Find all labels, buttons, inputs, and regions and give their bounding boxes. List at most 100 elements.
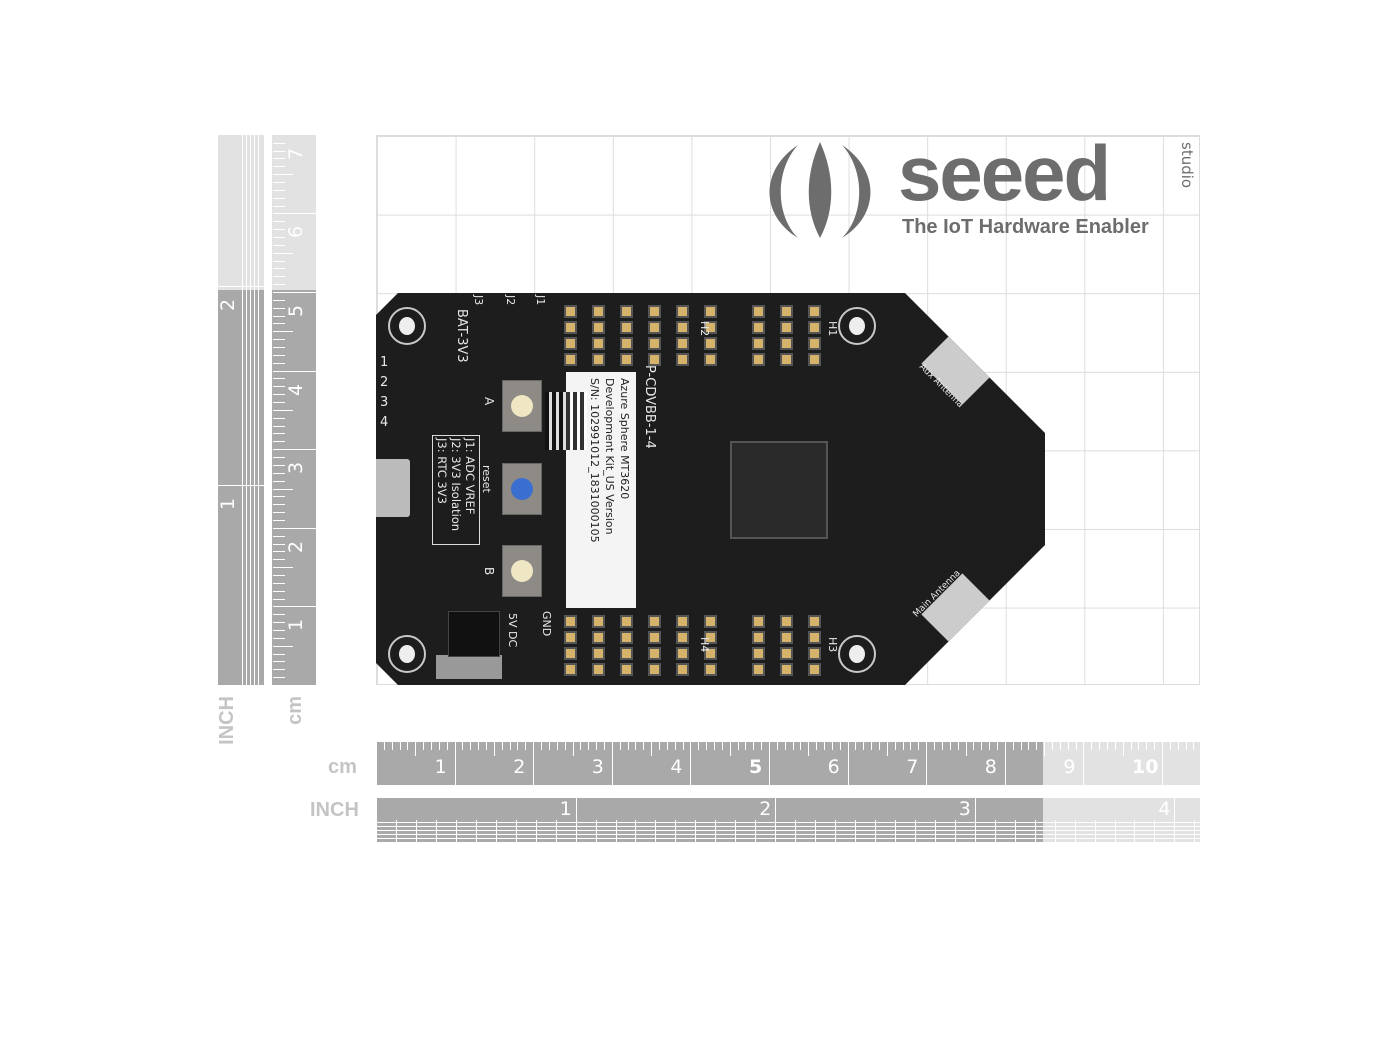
tick bbox=[1094, 820, 1096, 842]
mount-hole bbox=[838, 307, 876, 345]
tick bbox=[795, 820, 797, 842]
tick bbox=[1177, 742, 1179, 750]
tick bbox=[273, 567, 293, 569]
tick bbox=[643, 742, 645, 750]
tick bbox=[627, 742, 629, 750]
tick bbox=[564, 742, 566, 750]
button-a[interactable] bbox=[502, 380, 542, 432]
tick bbox=[839, 742, 841, 750]
header-h1-label: H1 bbox=[826, 321, 839, 337]
tick bbox=[391, 742, 393, 750]
tick bbox=[1034, 820, 1036, 842]
tick bbox=[509, 742, 511, 750]
header-pin bbox=[564, 353, 577, 366]
tick bbox=[273, 527, 317, 529]
tick bbox=[875, 820, 876, 842]
header-pin bbox=[780, 647, 793, 660]
seeed-logo-icon bbox=[769, 142, 871, 238]
ruler-gap bbox=[264, 135, 272, 685]
tick bbox=[1174, 798, 1176, 842]
tick bbox=[1169, 742, 1171, 750]
micro-usb-port[interactable] bbox=[376, 459, 410, 517]
button-b[interactable] bbox=[502, 545, 542, 597]
tick bbox=[273, 622, 285, 624]
azure-sphere-board: J3 J2 J1 BAT-3V3 1 2 3 4 J1: ADC VREF J2… bbox=[376, 293, 1045, 685]
header-pin bbox=[808, 631, 821, 644]
tick bbox=[438, 742, 440, 750]
tick bbox=[1028, 742, 1030, 750]
tick bbox=[273, 472, 285, 474]
header-pin bbox=[648, 663, 661, 676]
tick bbox=[1114, 820, 1116, 842]
vertical-inch-tick-label: 2 bbox=[217, 298, 240, 311]
header-pin bbox=[620, 647, 633, 660]
vertical-cm-tick-label: 6 bbox=[285, 226, 308, 239]
led-1-label: 1 bbox=[380, 355, 389, 370]
tick bbox=[273, 268, 285, 270]
tick bbox=[273, 339, 285, 341]
header-pin bbox=[564, 647, 577, 660]
tick bbox=[1193, 742, 1195, 750]
header-pin bbox=[564, 631, 577, 644]
header-pin bbox=[648, 321, 661, 334]
header-pin bbox=[592, 631, 605, 644]
led-4-label: 4 bbox=[380, 415, 389, 430]
tick bbox=[273, 677, 285, 679]
tick bbox=[273, 362, 285, 364]
header-pin bbox=[648, 615, 661, 628]
reset-button[interactable] bbox=[502, 463, 542, 515]
vertical-cm-tick-label: 7 bbox=[285, 147, 308, 160]
tick bbox=[273, 189, 285, 191]
tick bbox=[273, 590, 285, 592]
horizontal-inch-tick-label: 1 bbox=[559, 798, 572, 820]
tick bbox=[273, 205, 285, 207]
tick bbox=[273, 441, 285, 443]
tick bbox=[541, 742, 543, 750]
header-pin bbox=[592, 647, 605, 660]
gnd-label: GND bbox=[540, 611, 553, 637]
header-pin bbox=[648, 647, 661, 660]
header-pin bbox=[620, 305, 633, 318]
header-pin bbox=[676, 337, 689, 350]
tick bbox=[1106, 742, 1108, 750]
tick bbox=[784, 742, 786, 750]
header-pin bbox=[676, 631, 689, 644]
tick bbox=[258, 135, 259, 685]
tick bbox=[1054, 820, 1056, 842]
bat-label: BAT-3V3 bbox=[454, 309, 469, 363]
header-pin bbox=[780, 663, 793, 676]
tick bbox=[273, 425, 285, 427]
tick bbox=[273, 496, 285, 498]
tick bbox=[273, 559, 285, 561]
header-pin bbox=[780, 321, 793, 334]
tick bbox=[902, 742, 904, 750]
tick bbox=[273, 574, 285, 576]
tick bbox=[423, 742, 425, 750]
tick bbox=[376, 822, 1200, 823]
tick bbox=[254, 135, 255, 685]
header-pin bbox=[752, 615, 765, 628]
horizontal-cm-ruler bbox=[376, 742, 1043, 785]
tick bbox=[918, 742, 920, 750]
tick bbox=[957, 742, 959, 750]
tick bbox=[675, 820, 677, 842]
horizontal-cm-ruler-light bbox=[1043, 742, 1200, 785]
logo-brand: seeed bbox=[898, 129, 1111, 217]
tick bbox=[949, 742, 951, 750]
tick bbox=[1185, 742, 1187, 750]
tick bbox=[273, 260, 285, 262]
tick bbox=[273, 158, 285, 160]
tick bbox=[273, 488, 293, 490]
tick bbox=[761, 742, 763, 750]
header-pin bbox=[564, 615, 577, 628]
tick bbox=[273, 433, 285, 435]
header-h4-label: H4 bbox=[698, 637, 711, 653]
header-h2-label: H2 bbox=[698, 321, 711, 337]
button-a-label: A bbox=[482, 397, 496, 406]
tick bbox=[273, 685, 317, 686]
legend-j3: J3: RTC 3V3 bbox=[435, 438, 449, 504]
header-pin bbox=[752, 631, 765, 644]
header-pin bbox=[592, 305, 605, 318]
power-switch[interactable] bbox=[436, 655, 502, 679]
tick bbox=[250, 135, 251, 685]
